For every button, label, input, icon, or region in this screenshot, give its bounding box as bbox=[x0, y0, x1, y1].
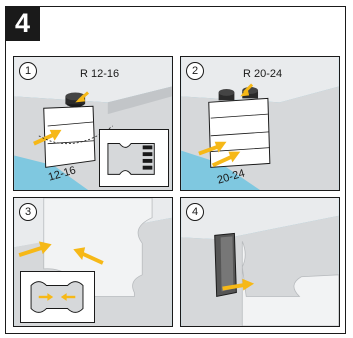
panel-3-number: 3 bbox=[19, 203, 37, 221]
panel-4-number: 4 bbox=[186, 203, 204, 221]
step-number-badge: 4 bbox=[5, 6, 40, 41]
panel-3-inset-drawing bbox=[21, 272, 94, 322]
panel-1-inset-drawing bbox=[100, 130, 168, 186]
panel-3: 3 bbox=[13, 197, 173, 327]
panel-4-illustration bbox=[181, 198, 339, 326]
panel-1: 1 R 12-16 12-16 bbox=[13, 56, 173, 191]
panel-3-inset bbox=[20, 271, 95, 323]
panel-2-radius-label: R 20-24 bbox=[243, 68, 282, 80]
panel-1-number: 1 bbox=[19, 62, 37, 80]
panel-1-radius-label: R 12-16 bbox=[80, 68, 119, 80]
panel-2-number: 2 bbox=[186, 62, 204, 80]
panel-4: 4 bbox=[180, 197, 340, 327]
panel-2: 2 R 20-24 20-24 bbox=[180, 56, 340, 191]
panel-1-inset bbox=[99, 129, 169, 187]
